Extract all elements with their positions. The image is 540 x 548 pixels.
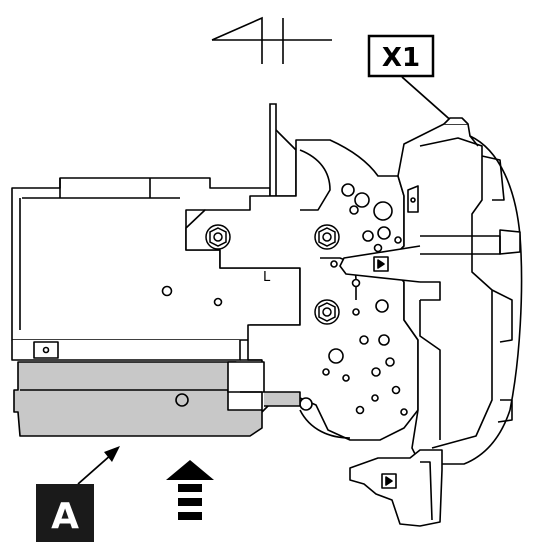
- central-plate: [185, 139, 419, 441]
- x1-callout: X1: [367, 34, 456, 125]
- a-callout: A: [36, 446, 120, 542]
- a-label-box: [36, 484, 94, 542]
- right-housing: [339, 117, 523, 465]
- a-label: A: [51, 496, 79, 537]
- up-arrow-icon: [166, 460, 214, 520]
- x1-leader-line: [401, 76, 456, 125]
- hex-screw-icon: [205, 224, 231, 250]
- hex-screw-icon: [314, 224, 340, 250]
- part-a-shaded: [13, 361, 301, 437]
- vertical-tab: [269, 103, 297, 197]
- x1-label: X1: [382, 43, 420, 73]
- x1-label-box: [367, 34, 435, 78]
- a-leader-arrowhead: [104, 446, 120, 462]
- projection-symbol-icon: [211, 16, 332, 64]
- lower-clip: [349, 449, 443, 527]
- hex-screw-icon: [314, 299, 340, 325]
- a-leader-line: [77, 453, 113, 485]
- l-marking: L: [263, 270, 271, 285]
